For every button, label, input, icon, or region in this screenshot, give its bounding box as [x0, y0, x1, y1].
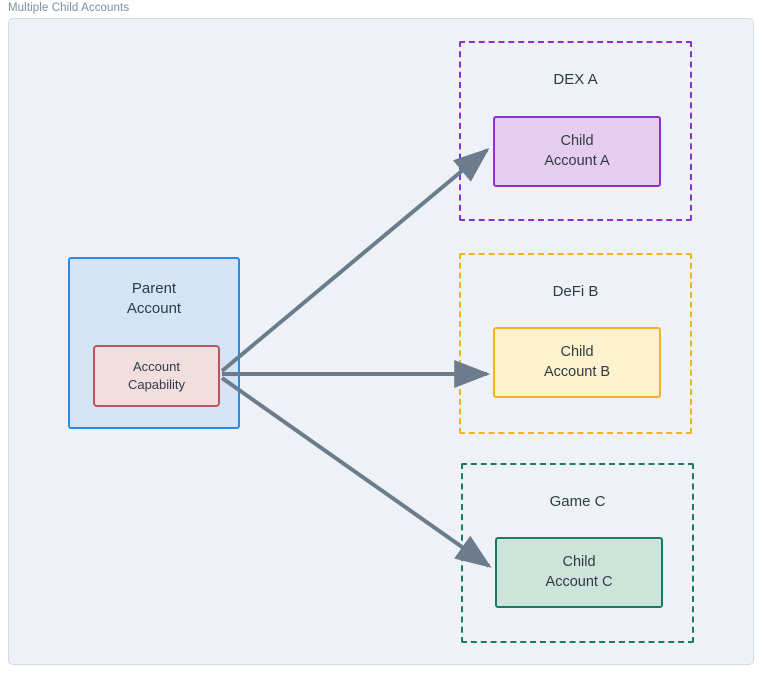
account-capability-label-line1: Account: [133, 359, 180, 375]
node-child-account-c[interactable]: Child Account C: [495, 537, 663, 608]
account-capability-label-line2: Capability: [127, 377, 186, 392]
parent-account-label-line1: Parent: [131, 280, 177, 297]
node-child-account-b[interactable]: Child Account B: [493, 327, 661, 398]
node-account-capability[interactable]: Account Capability: [93, 345, 220, 407]
child-account-c-label-line2: Account C: [545, 573, 613, 590]
group-box-dex-a: DEX A: [459, 41, 692, 221]
node-child-account-a[interactable]: Child Account A: [493, 116, 661, 187]
child-account-c-label-line1: Child: [562, 553, 596, 570]
child-account-b-label-line2: Account B: [543, 363, 611, 380]
group-label-dex-a: DEX A: [553, 71, 598, 88]
group-label-game-c: Game C: [549, 493, 606, 510]
child-account-a-label-line1: Child: [560, 132, 594, 149]
child-account-a-label-line2: Account A: [544, 152, 610, 169]
group-label-defi-b: DeFi B: [552, 283, 599, 300]
page-title: Multiple Child Accounts: [8, 2, 130, 14]
child-account-b-label-line1: Child: [560, 343, 594, 360]
parent-account-label-line2: Account: [126, 300, 182, 318]
